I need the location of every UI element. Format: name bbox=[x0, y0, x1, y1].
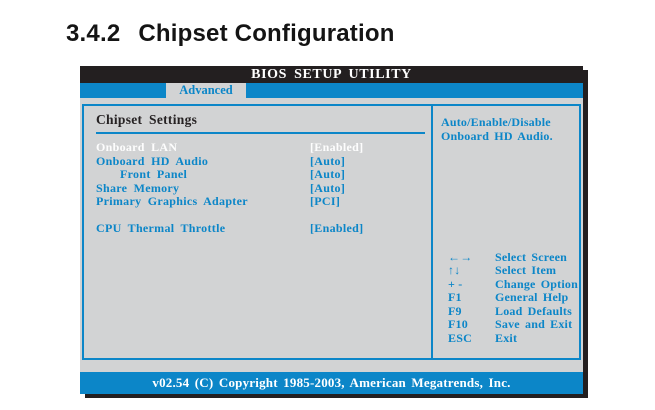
tab-advanced[interactable]: Advanced bbox=[166, 83, 246, 98]
key-row-save-and-exit: F10 Save and Exit bbox=[433, 317, 579, 331]
key-action: Change Option bbox=[495, 276, 578, 291]
setting-value: [PCI] bbox=[310, 194, 341, 208]
key-action: Save and Exit bbox=[495, 317, 573, 331]
setting-row-onboard-hd-audio[interactable]: Onboard HD Audio [Auto] bbox=[84, 154, 431, 168]
key-action: Select Item bbox=[495, 263, 557, 277]
section-title: Chipset Configuration bbox=[138, 20, 395, 47]
pane-title: Chipset Settings bbox=[96, 112, 198, 127]
setting-label: Onboard HD Audio bbox=[96, 153, 209, 168]
setting-row-front-panel[interactable]: Front Panel [Auto] bbox=[84, 167, 431, 181]
key-row-select-item: ↑↓ Select Item bbox=[433, 263, 579, 277]
key-label: F9 bbox=[448, 303, 462, 318]
bios-setup-window: BIOS SETUP UTILITY Advanced Chipset Sett… bbox=[80, 66, 583, 394]
item-help-text: Auto/Enable/Disable Onboard HD Audio. bbox=[441, 115, 579, 143]
key-row-change-option: + - Change Option bbox=[433, 277, 579, 291]
setting-row-cpu-thermal-throttle[interactable]: CPU Thermal Throttle [Enabled] bbox=[84, 221, 431, 235]
setting-value: [Auto] bbox=[310, 180, 346, 195]
key-label: F10 bbox=[448, 317, 468, 331]
setting-value: [Auto] bbox=[310, 167, 346, 181]
setting-value: [Auto] bbox=[310, 153, 346, 168]
setting-value: [Enabled] bbox=[310, 140, 364, 154]
key-action: Select Screen bbox=[495, 249, 568, 264]
setting-label: CPU Thermal Throttle bbox=[96, 221, 226, 235]
setting-label: Share Memory bbox=[96, 180, 180, 195]
key-legend: ←→ Select Screen ↑↓ Select Item + - Chan… bbox=[433, 250, 579, 345]
settings-pane: Chipset Settings Onboard LAN [Enabled] O… bbox=[84, 106, 433, 358]
settings-list: Onboard LAN [Enabled] Onboard HD Audio [… bbox=[84, 140, 431, 235]
plus-minus-icon: + - bbox=[448, 276, 463, 291]
bios-body: Chipset Settings Onboard LAN [Enabled] O… bbox=[80, 98, 583, 372]
key-label: ESC bbox=[448, 330, 472, 345]
key-row-exit: ESC Exit bbox=[433, 331, 579, 345]
arrow-up-down-icon: ↑↓ bbox=[448, 263, 461, 277]
setting-row-primary-graphics-adapter[interactable]: Primary Graphics Adapter [PCI] bbox=[84, 194, 431, 208]
bios-titlebar: BIOS SETUP UTILITY bbox=[80, 66, 583, 83]
key-action: Load Defaults bbox=[495, 303, 572, 318]
setting-label: Onboard LAN bbox=[96, 140, 178, 154]
key-row-general-help: F1 General Help bbox=[433, 290, 579, 304]
section-number: 3.4.2 bbox=[66, 20, 121, 47]
key-action: General Help bbox=[495, 290, 569, 304]
title-underline bbox=[96, 132, 425, 134]
key-row-load-defaults: F9 Load Defaults bbox=[433, 304, 579, 318]
key-row-select-screen: ←→ Select Screen bbox=[433, 250, 579, 264]
setting-row-share-memory[interactable]: Share Memory [Auto] bbox=[84, 181, 431, 195]
key-action: Exit bbox=[495, 330, 518, 345]
setting-value: [Enabled] bbox=[310, 221, 364, 235]
section-heading: 3.4.2 Chipset Configuration bbox=[66, 20, 395, 48]
setting-row-spacer bbox=[84, 208, 431, 222]
setting-label: Front Panel bbox=[120, 167, 188, 181]
settings-panel: Chipset Settings Onboard LAN [Enabled] O… bbox=[82, 104, 581, 360]
setting-row-onboard-lan[interactable]: Onboard LAN [Enabled] bbox=[84, 140, 431, 154]
setting-label: Primary Graphics Adapter bbox=[96, 194, 248, 208]
arrow-left-right-icon: ←→ bbox=[448, 249, 473, 264]
copyright-bar: v02.54 (C) Copyright 1985-2003, American… bbox=[80, 372, 583, 394]
help-line-2: Onboard HD Audio. bbox=[441, 128, 553, 143]
help-pane: Auto/Enable/Disable Onboard HD Audio. ←→… bbox=[433, 106, 579, 358]
key-label: F1 bbox=[448, 290, 462, 304]
bios-menu-bar: Advanced bbox=[80, 83, 583, 98]
help-line-1: Auto/Enable/Disable bbox=[441, 115, 551, 129]
